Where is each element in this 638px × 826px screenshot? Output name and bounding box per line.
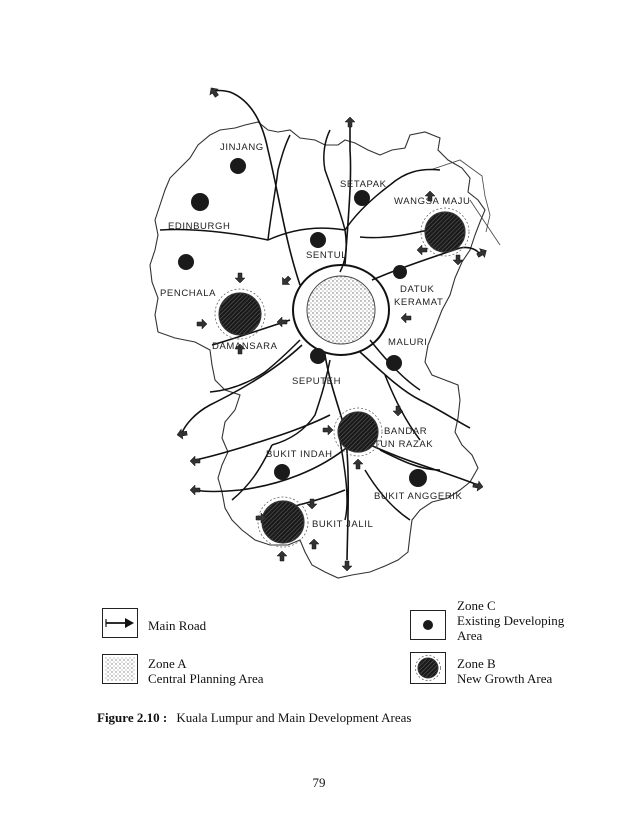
zone-a-central-area (306, 275, 376, 345)
legend-main-road-label: Main Road (148, 618, 207, 633)
main-road-symbol (102, 608, 138, 638)
label-edinburgh: EDINBURGH (168, 221, 230, 232)
label-maluri: MALURI (388, 337, 428, 348)
legend-zone-c-desc1: Existing Developing (457, 613, 565, 628)
legend-zone-c-title: Zone C (457, 598, 496, 613)
legend-zone-b-desc: New Growth Area (457, 671, 553, 686)
small-dot-icon (423, 620, 433, 630)
label-tun-razak: TUN RAZAK (374, 439, 433, 450)
legend-zone-a-title: Zone A (148, 656, 187, 671)
label-setapak: SETAPAK (340, 179, 387, 190)
label-seputeh: SEPUTEH (292, 376, 341, 387)
label-bukit-anggerik: BUKIT ANGGERIK (374, 491, 463, 502)
label-datuk: DATUK (400, 284, 435, 295)
label-wangsa-maju: WANGSA MAJU (394, 196, 470, 207)
label-penchala: PENCHALA (160, 288, 216, 299)
legend-zone-b-title: Zone B (457, 656, 496, 671)
label-bandar: BANDAR (384, 426, 427, 437)
legend-zone-a-desc: Central Planning Area (148, 671, 264, 686)
area-labels: JINJANG SETAPAK WANGSA MAJU EDINBURGH SE… (160, 142, 470, 530)
road-arrow-icon (105, 618, 134, 628)
legend-zone-c-desc2: Area (457, 628, 483, 643)
zone-c-developing-areas (178, 158, 427, 487)
label-sentul: SENTUL (306, 250, 347, 261)
figure-label: Figure 2.10 : (97, 710, 168, 725)
zone-b-growth-areas (218, 211, 466, 544)
hatched-circle-icon (415, 655, 441, 681)
district-boundaries (159, 129, 451, 521)
zone-c-symbol (410, 610, 446, 640)
page-number: 79 (312, 775, 326, 790)
label-damansara: DAMANSARA (212, 341, 278, 352)
label-bukit-indah: BUKIT INDAH (266, 449, 333, 460)
kuala-lumpur-map: JINJANG SETAPAK WANGSA MAJU EDINBURGH SE… (149, 84, 501, 579)
label-jinjang: JINJANG (220, 142, 264, 153)
city-boundary (149, 121, 486, 579)
zone-a-symbol (102, 654, 138, 684)
figure-caption: Figure 2.10 : Kuala Lumpur and Main Deve… (97, 710, 411, 726)
label-bukit-jalil: BUKIT JALIL (312, 519, 373, 530)
figure-title: Kuala Lumpur and Main Development Areas (176, 710, 412, 725)
dotted-area-icon (105, 657, 135, 681)
label-keramat: KERAMAT (394, 297, 443, 308)
zone-b-symbol (410, 652, 446, 684)
